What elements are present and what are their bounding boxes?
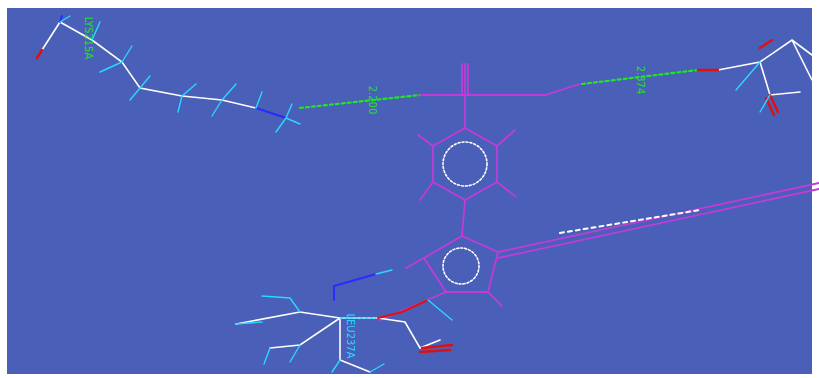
residue-label: LEU237A <box>345 313 355 358</box>
viewer-background <box>7 8 812 374</box>
distance-label: 2.374 <box>635 66 645 95</box>
residue-label: LYS215A <box>83 17 93 60</box>
distance-label: 2.200 <box>367 86 377 115</box>
